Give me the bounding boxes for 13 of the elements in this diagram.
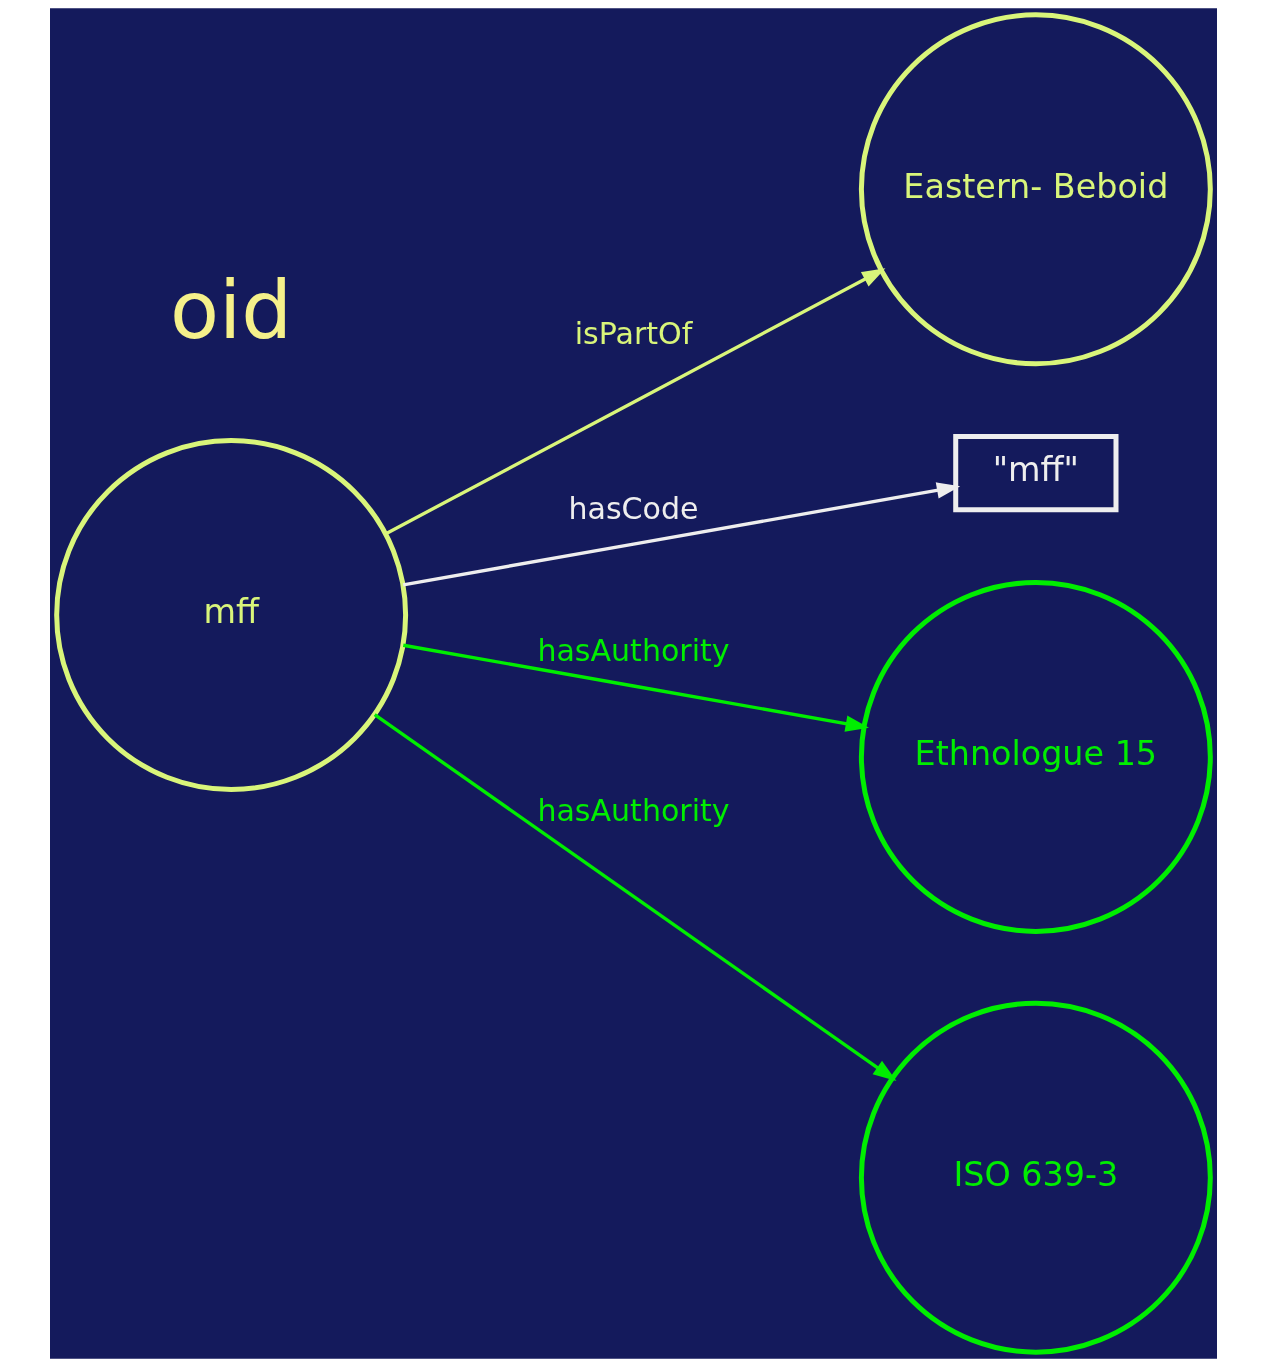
arrow	[402, 482, 961, 587]
node-circle: mff	[54, 438, 409, 793]
arrow	[373, 713, 897, 1081]
edge-label: hasAuthority	[537, 632, 730, 668]
edge-label: isPartOf	[574, 315, 693, 351]
edge-label: hasAuthority	[537, 793, 730, 829]
arrow	[385, 268, 886, 536]
arrow	[402, 643, 869, 732]
node-circle: Ethnologue 15	[858, 580, 1213, 934]
edge-label: hasCode	[568, 490, 699, 526]
node-box: "mff"	[953, 433, 1119, 513]
label: oid	[170, 263, 293, 357]
node-circle: ISO 639-3	[858, 1000, 1213, 1355]
